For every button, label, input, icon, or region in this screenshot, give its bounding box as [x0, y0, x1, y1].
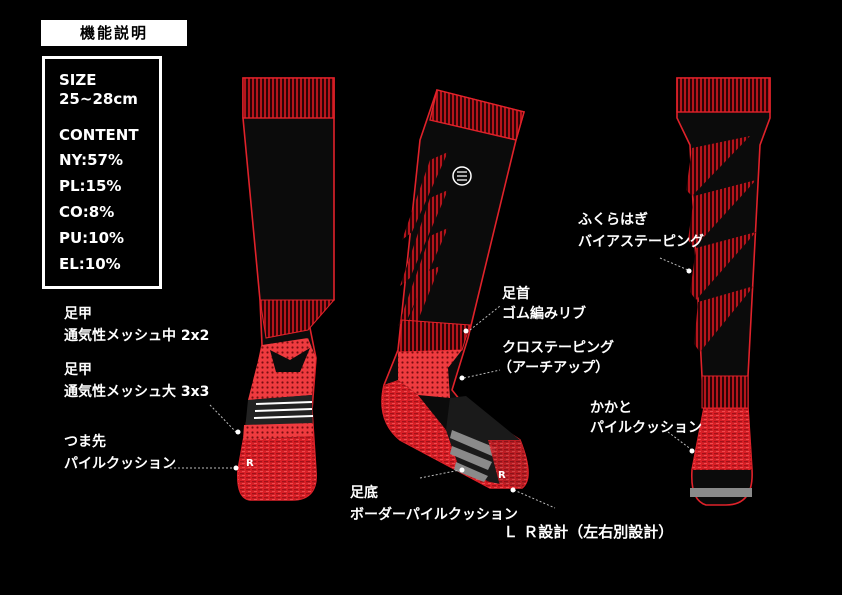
middle-sock-letter: R: [498, 470, 506, 481]
spec-box: SIZE 25~28cm CONTENT NY:57% PL:15% CO:8%…: [42, 56, 162, 289]
label-toe-title: つま先: [64, 434, 106, 450]
label-lr-design: Ｌ Ｒ設計（左右別設計）: [503, 523, 674, 541]
material-el: EL:10%: [59, 255, 121, 273]
label-calf-desc: バイアステーピング: [578, 234, 704, 250]
label-arch-desc: （アーチアップ）: [498, 360, 610, 376]
label-heel-title: かかと: [590, 400, 632, 416]
label-ankle-desc: ゴム編みリブ: [502, 306, 586, 322]
label-arch-title: クロステーピング: [502, 340, 614, 356]
size-label: SIZE: [59, 71, 97, 89]
label-instep-mesh-3x3-desc: 通気性メッシュ大 3x3: [64, 384, 210, 400]
label-instep-mesh-2x2-desc: 通気性メッシュ中 2x2: [64, 328, 210, 344]
label-instep-mesh-2x2-title: 足甲: [64, 306, 92, 322]
middle-sock: R: [381, 89, 529, 489]
material-ny: NY:57%: [59, 151, 124, 169]
label-instep-mesh-3x3-title: 足甲: [64, 362, 92, 378]
label-heel-desc: パイルクッション: [590, 420, 702, 436]
material-co: CO:8%: [59, 203, 115, 221]
material-pl: PL:15%: [59, 177, 122, 195]
left-sock-letter: R: [246, 458, 254, 469]
size-value: 25~28cm: [59, 90, 138, 108]
label-ankle-title: 足首: [502, 286, 530, 302]
right-sock: [676, 77, 771, 506]
label-calf-title: ふくらはぎ: [578, 212, 648, 228]
label-sole-desc: ボーダーパイルクッション: [350, 507, 518, 523]
page-title: 機能説明: [41, 20, 187, 46]
material-pu: PU:10%: [59, 229, 125, 247]
content-label: CONTENT: [59, 126, 139, 144]
hexagon-logo-icon: [452, 166, 472, 186]
left-sock: R: [236, 77, 336, 501]
label-sole-title: 足底: [350, 485, 378, 501]
label-toe-desc: パイルクッション: [64, 456, 176, 472]
